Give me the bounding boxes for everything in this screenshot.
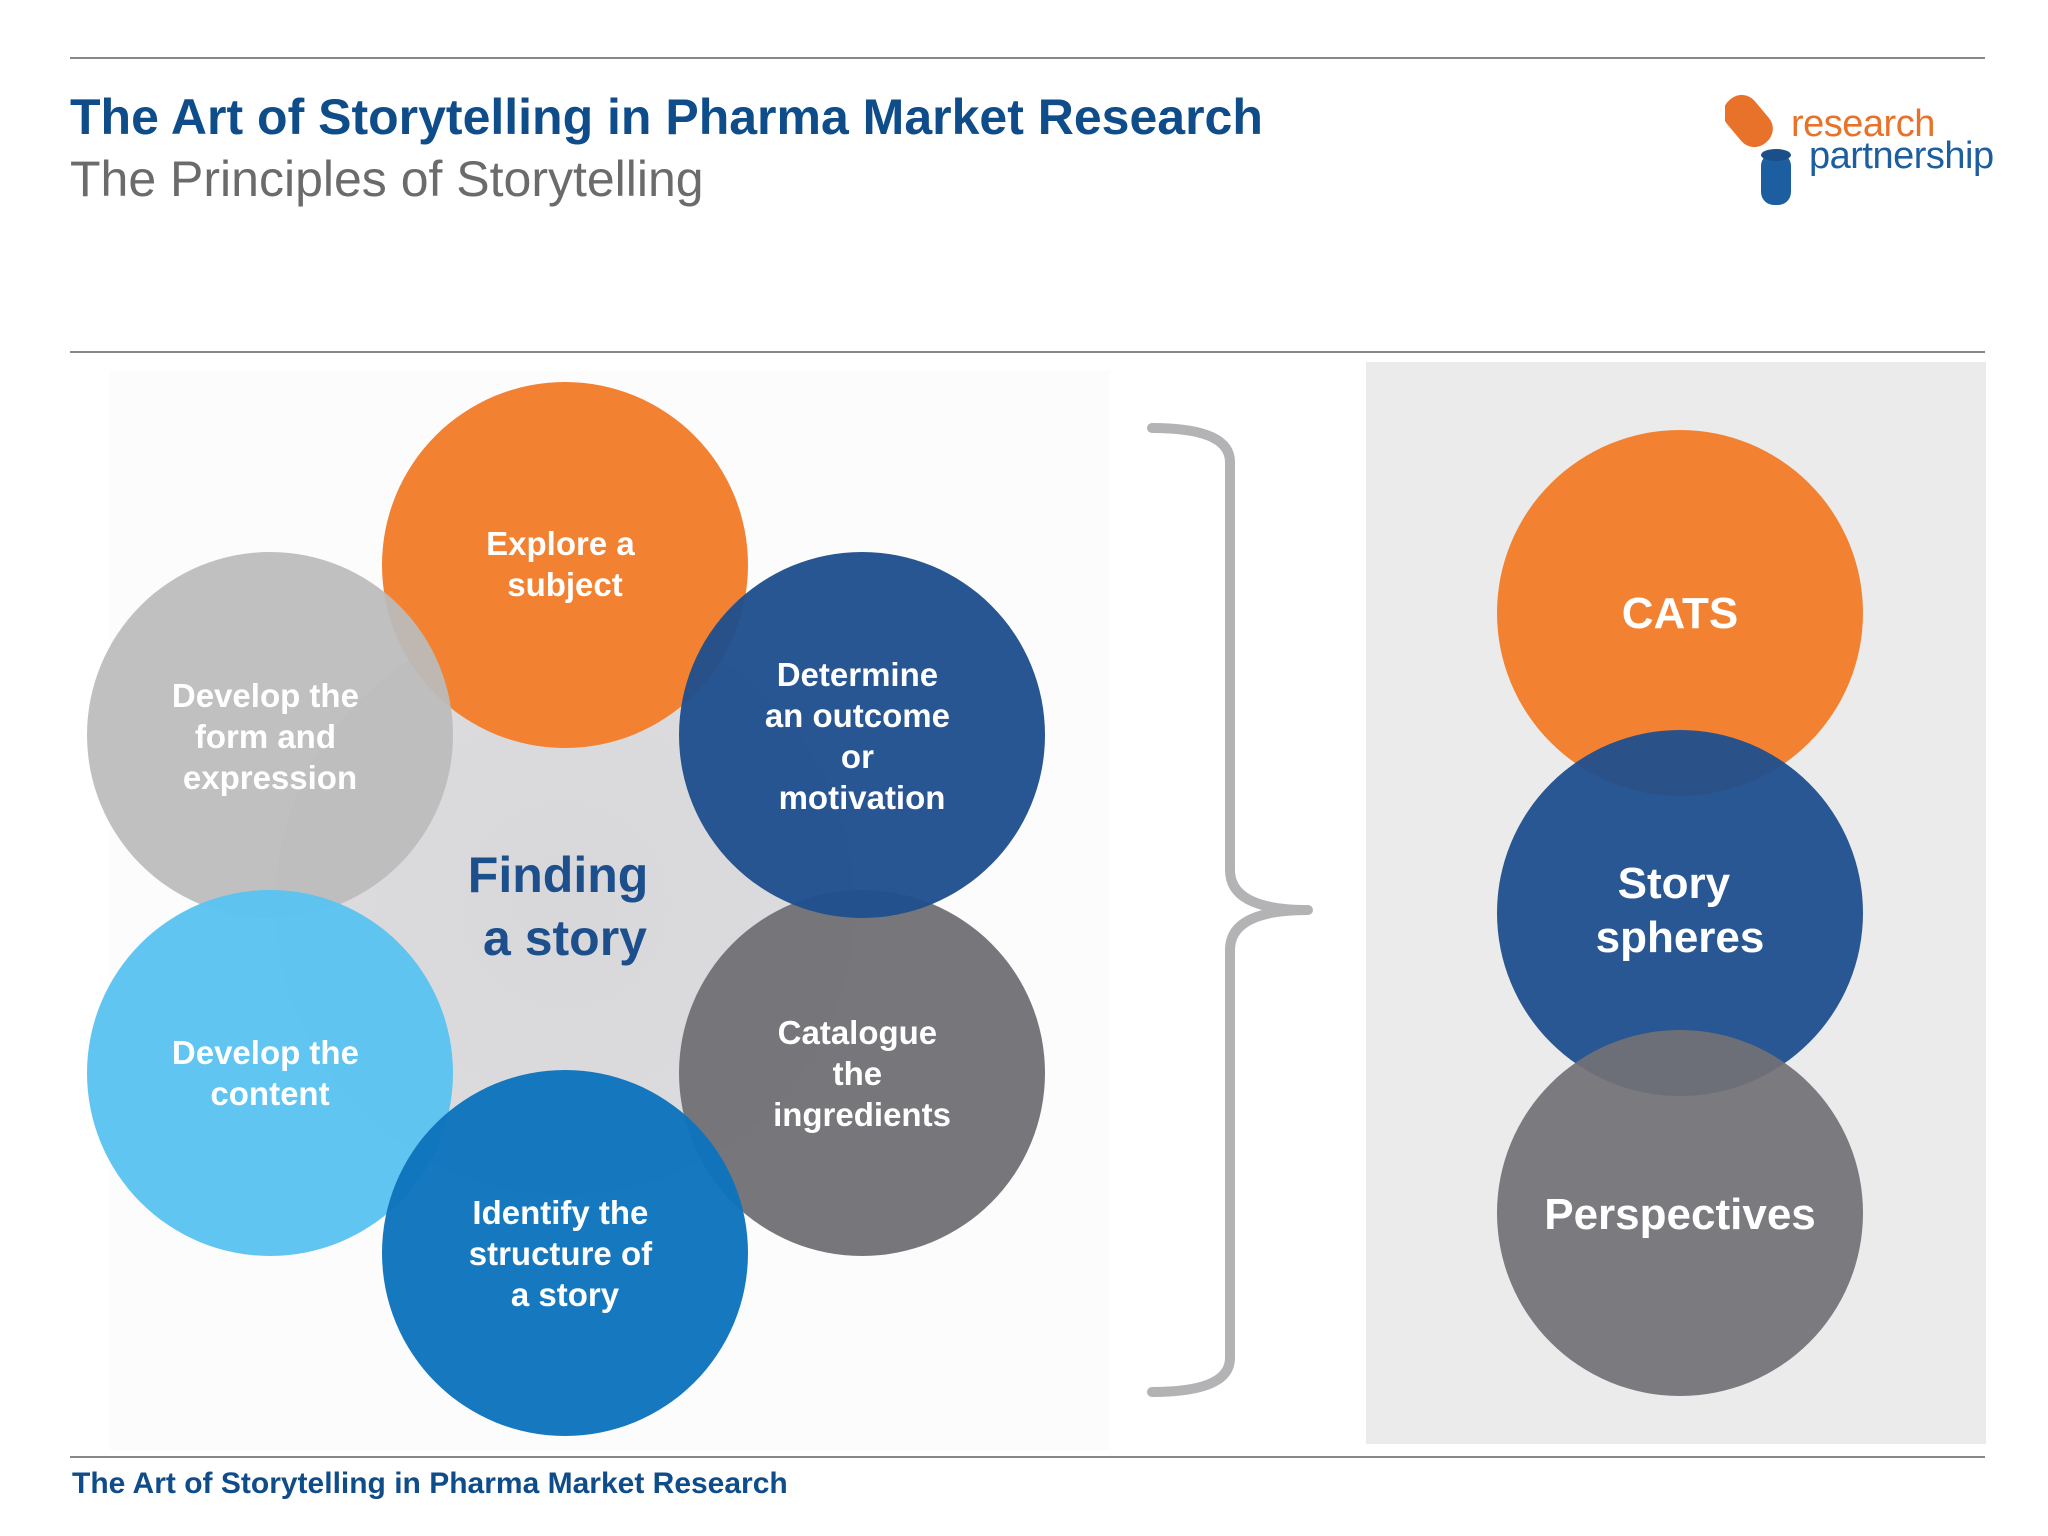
- stack-item-perspectives: Perspectives: [1497, 1030, 1863, 1396]
- step-label-line: Catalogue: [778, 1014, 938, 1051]
- step-label-line: Develop the: [172, 677, 359, 714]
- page-subtitle: The Principles of Storytelling: [70, 151, 704, 207]
- stack-item-story-spheres: Story spheres: [1497, 730, 1863, 1096]
- cycle-step-circle: [87, 890, 453, 1256]
- step-label-line: Explore a: [486, 525, 635, 562]
- top-divider: [70, 57, 1985, 59]
- svg-text:Explore a subject: Explore a subject: [486, 525, 644, 603]
- footer-divider: [70, 1456, 1985, 1458]
- stack-circle: [1497, 730, 1863, 1096]
- stack-label-line: spheres: [1596, 913, 1765, 962]
- step-label-line: an outcome: [765, 697, 950, 734]
- logo-word-research: research: [1791, 103, 1935, 145]
- step-label-line: a story: [511, 1276, 620, 1313]
- cycle-step-catalogue-ingredients: Catalogue the ingredients: [679, 890, 1045, 1256]
- stack-label-line: Story: [1618, 859, 1731, 908]
- page-title: The Art of Storytelling in Pharma Market…: [70, 89, 1263, 145]
- stack-circle: [1497, 1030, 1863, 1396]
- pill-icon: [1725, 94, 1791, 205]
- step-label-line: ingredients: [773, 1096, 951, 1133]
- header-divider: [70, 351, 1985, 353]
- cycle-step-circle: [382, 382, 748, 748]
- step-label-line: Identify the: [472, 1194, 648, 1231]
- cycle-step-identify-structure: Identify the structure of a story: [382, 1070, 748, 1436]
- cycle-step-develop-content: Develop the content: [87, 890, 453, 1256]
- step-label-line: subject: [507, 566, 623, 603]
- stack-label-line: CATS: [1622, 589, 1739, 638]
- step-label-line: content: [210, 1075, 329, 1112]
- step-label-line: motivation: [779, 779, 946, 816]
- step-label-line: Determine: [777, 656, 938, 693]
- svg-text:Catalogue the: Catalogue the ingredients: [773, 1014, 951, 1133]
- center-label-line: Finding: [468, 847, 649, 903]
- stack-label-line: Perspectives: [1544, 1190, 1816, 1239]
- footer-text: The Art of Storytelling in Pharma Market…: [72, 1467, 788, 1500]
- step-label-line: the: [833, 1055, 883, 1092]
- cycle-step-circle: [679, 890, 1045, 1256]
- cycle-step-determine-outcome: Determine an outcome or motivation: [679, 552, 1045, 918]
- step-label-line: form and: [195, 718, 336, 755]
- svg-text:Determine an outcome: Determine an outcome or motivation: [765, 656, 959, 816]
- cycle-step-explore-subject: Explore a subject: [382, 382, 748, 748]
- svg-text:Identify the structure: Identify the structure of a story: [469, 1194, 662, 1313]
- svg-text:Develop the form and: Develop the form and expression: [172, 677, 368, 796]
- cycle-step-circle: [87, 552, 453, 918]
- step-label-line: Develop the: [172, 1034, 359, 1071]
- company-logo: research partnership: [1725, 85, 1995, 210]
- logo-word-partnership: partnership: [1809, 135, 1994, 177]
- curly-brace-connector: [1147, 423, 1313, 1397]
- step-label-line: structure of: [469, 1235, 653, 1272]
- svg-text:CATS: CATS: [1622, 589, 1739, 638]
- cycle-center-label: Finding a story: [468, 847, 662, 966]
- cycle-step-circle: [679, 552, 1045, 918]
- stack-circle: [1497, 430, 1863, 796]
- cycle-step-circle: [382, 1070, 748, 1436]
- cycle-step-form-expression: Develop the form and expression: [87, 552, 453, 918]
- step-label-line: or: [841, 738, 874, 775]
- svg-text:Perspectives: Perspectives: [1544, 1190, 1816, 1239]
- center-label-line: a story: [483, 910, 647, 966]
- svg-text:Story spheres: Story spheres: [1596, 859, 1765, 962]
- svg-text:Develop the content: Develop the content: [172, 1034, 368, 1112]
- stack-item-cats: CATS: [1497, 430, 1863, 796]
- step-label-line: expression: [183, 759, 357, 796]
